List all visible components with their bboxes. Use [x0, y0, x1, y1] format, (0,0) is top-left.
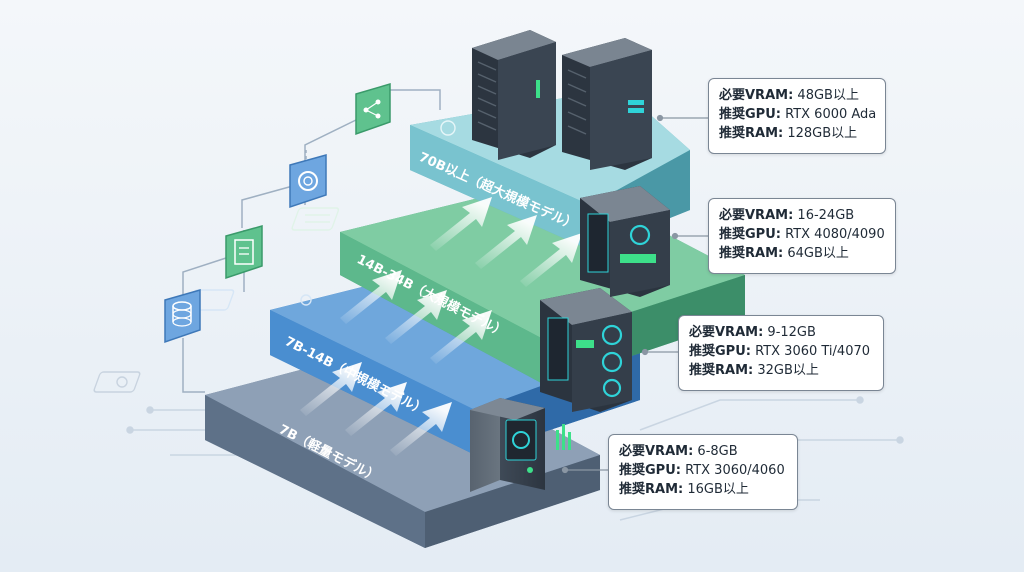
- gpu-row: 推奨GPU: RTX 3060 Ti/4070: [689, 344, 871, 359]
- neural-network-icon: [291, 207, 340, 231]
- ram-row: 推奨RAM: 64GB以上: [719, 246, 849, 261]
- document-scan-icon: [225, 225, 263, 280]
- vram-row: 必要VRAM: 6-8GB: [619, 444, 738, 459]
- ram-row: 推奨RAM: 16GB以上: [619, 482, 749, 497]
- database-icon: [164, 289, 201, 344]
- mid-pc-tower: [540, 288, 632, 412]
- vram-row: 必要VRAM: 48GB以上: [719, 88, 859, 103]
- ram-row: 推奨RAM: 128GB以上: [719, 126, 858, 141]
- gpu-row: 推奨GPU: RTX 3060/4060: [619, 463, 785, 478]
- node-marker-icon: [440, 120, 456, 136]
- ram-row: 推奨RAM: 32GB以上: [689, 363, 819, 378]
- server-rack-right: [562, 38, 652, 170]
- growth-arrows: [300, 197, 582, 456]
- spec-card-70b: 必要VRAM: 48GB以上 推奨GPU: RTX 6000 Ada 推奨RAM…: [708, 78, 886, 154]
- callout-connectors: [561, 114, 708, 474]
- entry-pc-tower: [470, 398, 545, 492]
- spec-card-7b-14b: 必要VRAM: 9-12GB 推奨GPU: RTX 3060 Ti/4070 推…: [678, 315, 884, 391]
- signal-bars: [556, 424, 571, 450]
- neural-network-icon: [355, 82, 391, 136]
- gpu-row: 推奨GPU: RTX 4080/4090: [719, 227, 885, 242]
- vram-row: 必要VRAM: 16-24GB: [719, 208, 855, 223]
- highend-pc-tower: [580, 186, 670, 297]
- spec-card-7b: 必要VRAM: 6-8GB 推奨GPU: RTX 3060/4060 推奨RAM…: [608, 434, 798, 510]
- spec-card-14b-34b: 必要VRAM: 16-24GB 推奨GPU: RTX 4080/4090 推奨R…: [708, 198, 896, 274]
- vram-row: 必要VRAM: 9-12GB: [689, 325, 816, 340]
- brain-icon: [93, 371, 141, 393]
- server-rack-left: [472, 30, 556, 160]
- openai-logo-icon: [289, 154, 327, 209]
- gpu-row: 推奨GPU: RTX 6000 Ada: [719, 107, 877, 122]
